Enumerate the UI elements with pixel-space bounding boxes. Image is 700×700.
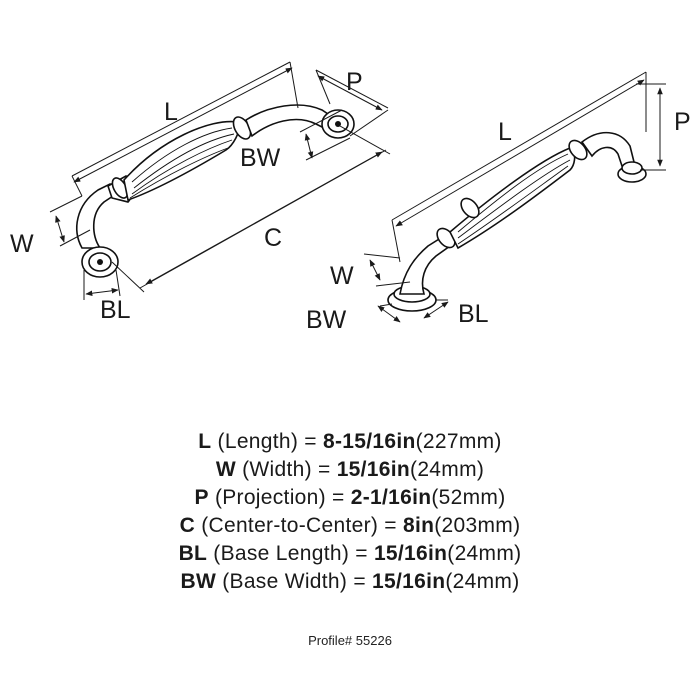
right-label-bw: BW <box>306 306 347 334</box>
dimension-drawing: L P BW C W BL <box>10 61 691 334</box>
spec-name: (Center-to-Center) = <box>201 514 397 537</box>
left-handle-view: L P BW C W BL <box>10 61 391 324</box>
spec-name: (Width) = <box>242 458 331 481</box>
spec-abbr: L <box>198 430 212 453</box>
right-label-w: W <box>330 262 354 290</box>
spec-name: (Base Length) = <box>213 542 368 565</box>
spec-name: (Length) = <box>217 430 317 453</box>
spec-imperial: 15/16in <box>372 570 446 593</box>
right-handle-view: L P W BW BL <box>306 71 691 334</box>
spec-metric: (52mm) <box>431 486 506 509</box>
left-label-w: W <box>10 230 34 258</box>
spec-abbr: P <box>194 486 209 509</box>
right-label-p: P <box>674 108 691 136</box>
dimension-specs: L (Length) = 8-15/16in(227mm) W (Width) … <box>0 428 700 596</box>
spec-imperial: 8-15/16in <box>323 430 416 453</box>
spec-abbr: W <box>215 458 236 481</box>
right-label-l: L <box>498 118 512 146</box>
left-label-bw: BW <box>240 144 281 172</box>
spec-base-length: BL (Base Length) = 15/16in(24mm) <box>0 540 700 568</box>
spec-base-width: BW (Base Width) = 15/16in(24mm) <box>0 568 700 596</box>
profile-number: Profile# 55226 <box>308 633 392 648</box>
spec-abbr: BL <box>178 542 208 565</box>
left-label-bl: BL <box>100 296 131 324</box>
spec-center-to-center: C (Center-to-Center) = 8in(203mm) <box>0 512 700 540</box>
spec-width: W (Width) = 15/16in(24mm) <box>0 456 700 484</box>
left-label-p: P <box>346 68 363 96</box>
spec-metric: (203mm) <box>434 514 521 537</box>
spec-projection: P (Projection) = 2-1/16in(52mm) <box>0 484 700 512</box>
spec-imperial: 15/16in <box>373 542 448 565</box>
left-label-l: L <box>164 98 178 126</box>
spec-abbr: C <box>179 514 196 537</box>
spec-abbr: BW <box>180 570 217 593</box>
right-handle-illustration <box>387 131 647 312</box>
spec-metric: (24mm) <box>445 570 520 593</box>
spec-imperial: 15/16in <box>336 458 411 481</box>
spec-metric: (24mm) <box>447 542 522 565</box>
spec-metric: (227mm) <box>415 430 502 453</box>
right-label-bl: BL <box>458 300 489 328</box>
left-label-c: C <box>264 224 282 252</box>
spec-name: (Base Width) = <box>222 570 366 593</box>
spec-imperial: 8in <box>403 514 435 537</box>
spec-imperial: 2-1/16in <box>350 486 432 509</box>
spec-length: L (Length) = 8-15/16in(227mm) <box>0 428 700 456</box>
spec-name: (Projection) = <box>214 486 345 509</box>
spec-metric: (24mm) <box>410 458 485 481</box>
